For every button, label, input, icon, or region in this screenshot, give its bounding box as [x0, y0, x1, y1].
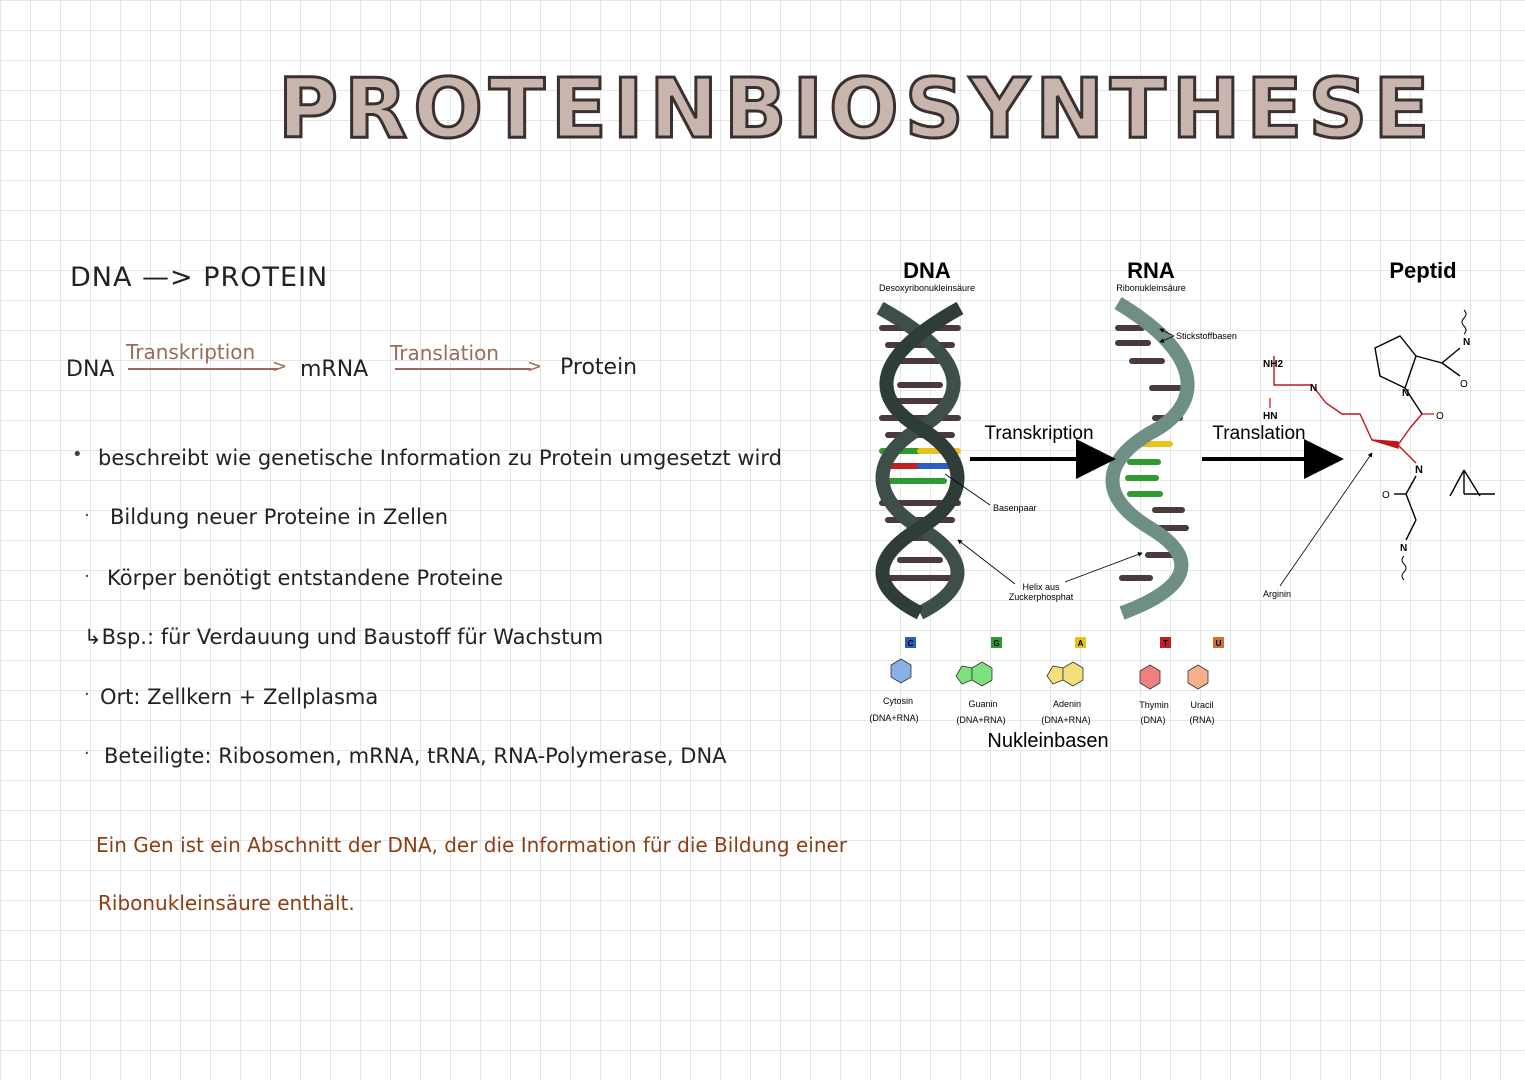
- cytosine-molecule-icon: [890, 658, 912, 684]
- base-badge-u: [1213, 637, 1224, 648]
- helix-pointer-dna: [957, 539, 1016, 585]
- base-badge-t: [1160, 637, 1171, 648]
- base-usage-uracil: (RNA): [1190, 715, 1215, 725]
- section-heading: DNA —> PROTEIN: [70, 262, 329, 293]
- arginin-pointer: [1279, 452, 1373, 587]
- flow-arrow2-head: >: [527, 356, 543, 377]
- bullet-bildung: Bildung neuer Proteine in Zellen: [110, 505, 449, 529]
- transcription-label: Transkription: [984, 423, 1093, 444]
- oxygen-atom: O: [1382, 490, 1390, 501]
- rna-subtitle: Ribonukleinsäure: [1116, 283, 1186, 293]
- base-name-guanin: Guanin: [968, 699, 997, 709]
- base-badge-g: [991, 637, 1002, 648]
- gene-definition-line2: Ribonukleinsäure enthält.: [98, 891, 355, 915]
- label-nh2: NH2: [1263, 359, 1283, 370]
- uracil-molecule-icon: [1187, 664, 1209, 690]
- bullet-ort: Ort: Zellkern + Zellplasma: [100, 685, 379, 709]
- flow-dna: DNA: [66, 357, 115, 382]
- nucleobases: C Cytosin (DNA+RNA) G Guanin (DNA+RNA) A…: [869, 637, 1224, 752]
- stickstoffbasen-pointer-2: [1159, 335, 1175, 343]
- base-badge-c: [905, 637, 916, 648]
- rna-title: RNA: [1127, 258, 1175, 283]
- flow-protein: Protein: [560, 355, 638, 380]
- base-usage-thymin: (DNA): [1141, 715, 1166, 725]
- bullet-dot: ·: [84, 743, 90, 764]
- thymine-molecule-icon: [1139, 664, 1161, 690]
- stickstoffbasen-pointer-1: [1159, 328, 1175, 337]
- nitrogen-atom: N: [1415, 464, 1423, 476]
- adenine-ring-1: [1046, 665, 1064, 685]
- nucleobases-caption: Nukleinbasen: [987, 730, 1108, 752]
- bullet-description: beschreibt wie genetische Information zu…: [98, 446, 782, 470]
- adenine-ring-2: [1062, 661, 1084, 687]
- backbone-bond-1: [1397, 427, 1411, 446]
- base-letter-a: A: [1078, 639, 1084, 648]
- dna-helix: [875, 301, 965, 620]
- chain-continuation-bottom: [1401, 555, 1407, 581]
- bullet-dot: ·: [84, 566, 90, 587]
- label-helix-line1: Helix aus: [1022, 582, 1060, 592]
- rna-rungs: [1115, 325, 1189, 581]
- base-name-adenin: Adenin: [1053, 699, 1081, 709]
- peptide-structure: NH2 HN N N O N O N O: [1263, 309, 1495, 581]
- bullet-dot: ·: [84, 505, 90, 526]
- nitrogen-atom: N: [1310, 383, 1317, 394]
- bullet-example: ↳Bsp.: für Verdauung und Baustoff für Wa…: [84, 625, 604, 649]
- dna-title: DNA: [903, 258, 951, 283]
- lower-residue: [1394, 469, 1495, 541]
- base-name-cytosin: Cytosin: [883, 696, 913, 706]
- base-badge-a: [1075, 637, 1086, 648]
- proline-ring: [1374, 335, 1461, 415]
- backbone-bond-3: [1397, 444, 1417, 464]
- guanine-ring-1: [955, 665, 973, 685]
- base-letter-c: C: [908, 639, 914, 648]
- peptide-title: Peptid: [1389, 258, 1456, 283]
- base-letter-t: T: [1163, 639, 1168, 648]
- backbone-bond-2: [1409, 413, 1423, 429]
- translation-label: Translation: [1212, 423, 1305, 444]
- base-name-uracil: Uracil: [1190, 700, 1213, 710]
- oxygen-atom: O: [1436, 411, 1444, 422]
- base-name-thymin: Thymin: [1139, 700, 1169, 710]
- arginine-sidechain: [1273, 356, 1399, 449]
- oxygen-atom: O: [1460, 379, 1468, 390]
- dna-subtitle: Desoxyribonukleinsäure: [879, 283, 975, 293]
- label-hn: HN: [1263, 411, 1277, 422]
- bullet-dot: ·: [84, 684, 90, 705]
- label-arginin: Arginin: [1263, 589, 1291, 599]
- nitrogen-atom: N: [1400, 543, 1407, 554]
- flow-arrow2-label: Translation: [390, 341, 499, 365]
- helix-pointer-rna: [1064, 552, 1143, 583]
- label-helix-line2: Zuckerphosphat: [1009, 592, 1074, 602]
- dna-strand-1: [875, 301, 965, 620]
- flow-arrow2-line: [395, 368, 531, 370]
- flow-mrna: mRNA: [300, 357, 369, 382]
- dna-strand-2: [875, 301, 965, 620]
- base-usage-guanin: (DNA+RNA): [956, 715, 1005, 725]
- gene-definition-line1: Ein Gen ist ein Abschnitt der DNA, der d…: [96, 833, 848, 857]
- flow-arrow1-head: >: [272, 356, 288, 377]
- base-usage-adenin: (DNA+RNA): [1041, 715, 1090, 725]
- flow-arrow1-label: Transkription: [126, 340, 256, 364]
- chain-continuation-top: [1461, 309, 1467, 335]
- base-usage-cytosin: (DNA+RNA): [869, 713, 918, 723]
- bullet-koerper: Körper benötigt entstandene Proteine: [107, 566, 503, 590]
- flow-arrow1-line: [128, 368, 278, 370]
- bullet-dot: •: [72, 444, 83, 465]
- base-letter-u: U: [1216, 639, 1222, 648]
- page-title: PROTEINBIOSYNTHESE: [276, 61, 1436, 159]
- nitrogen-atom: N: [1463, 337, 1470, 348]
- rna-strand: [1105, 296, 1195, 620]
- bullet-beteiligte: Beteiligte: Ribosomen, mRNA, tRNA, RNA-P…: [104, 744, 727, 768]
- label-stickstoffbasen: Stickstoffbasen: [1176, 331, 1237, 341]
- basenpaar-pointer: [944, 473, 991, 506]
- protein-biosynthesis-diagram: DNA Desoxyribonukleinsäure RNA Ribonukle…: [869, 258, 1495, 752]
- label-basenpaar: Basenpaar: [993, 503, 1037, 513]
- rna-helix: [1105, 296, 1195, 620]
- base-letter-g: G: [993, 639, 999, 648]
- nitrogen-atom: N: [1402, 388, 1409, 399]
- guanine-ring-2: [971, 661, 993, 687]
- rna-bases-colored: [1125, 441, 1173, 497]
